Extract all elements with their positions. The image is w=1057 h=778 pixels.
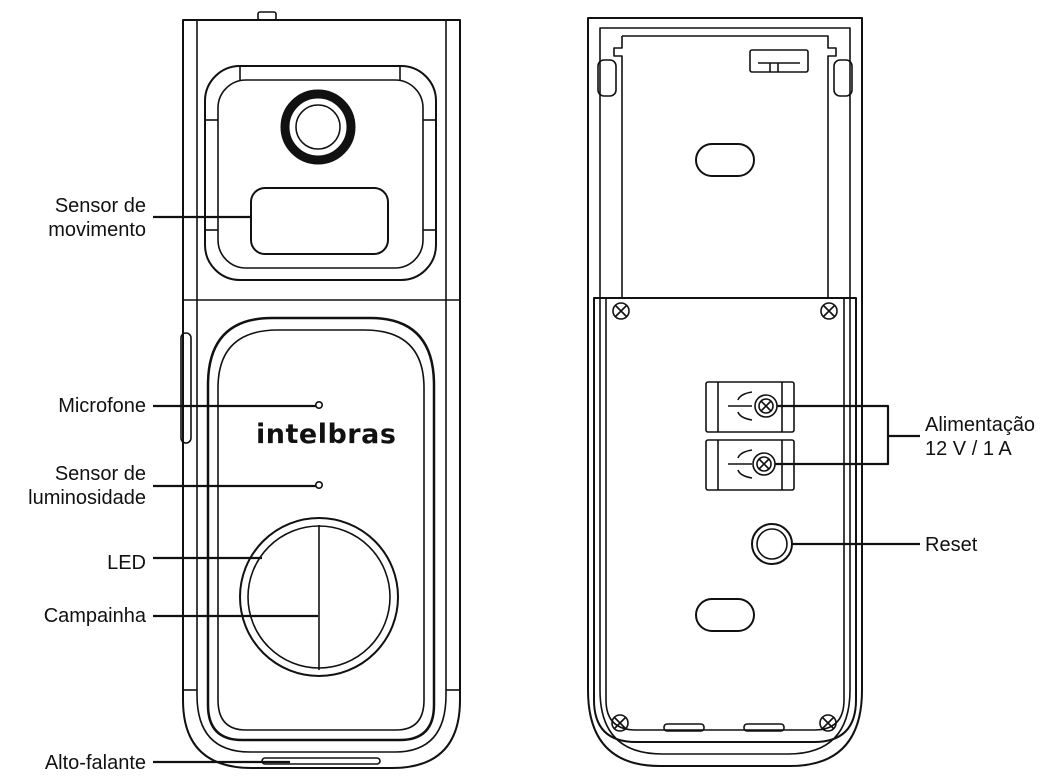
- label-light-sensor-line1: Sensor de: [54, 463, 146, 485]
- label-motion-sensor-line1: Sensor de: [54, 195, 146, 217]
- leader-lines: [153, 215, 920, 764]
- label-motion-sensor-line2: movimento: [48, 219, 146, 241]
- screws: [611, 302, 838, 732]
- label-motion-sensor: Sensor de movimento: [48, 194, 146, 242]
- label-speaker: Alto-falante: [44, 752, 146, 774]
- label-power-line2: 12 V / 1 A: [925, 438, 1012, 460]
- front-view: [180, 11, 461, 769]
- label-light-sensor: Sensor de luminosidade: [28, 462, 146, 510]
- brand-logo: intelbras: [256, 419, 397, 450]
- label-power: Alimentação 12 V / 1 A: [925, 413, 1035, 461]
- label-doorbell: Campainha: [43, 605, 146, 627]
- back-view: [587, 17, 863, 767]
- label-microphone: Microfone: [58, 395, 146, 417]
- camera-lens: [280, 89, 356, 165]
- front-body-outline: [182, 19, 461, 769]
- microphone-hole: [314, 400, 323, 409]
- doorbell-button: [239, 517, 399, 677]
- power-terminals: [705, 381, 795, 491]
- label-reset: Reset: [925, 534, 978, 556]
- light-sensor-dot: [314, 480, 323, 489]
- back-body-outline: [587, 17, 863, 767]
- back-cover-plate: [593, 297, 857, 743]
- camera-module: [204, 65, 437, 281]
- label-led: LED: [107, 552, 146, 574]
- reset-button: [751, 523, 793, 565]
- faceplate: [206, 316, 436, 742]
- label-light-sensor-line2: luminosidade: [28, 487, 146, 509]
- motion-sensor-window: [250, 187, 389, 255]
- label-power-line1: Alimentação: [925, 414, 1036, 436]
